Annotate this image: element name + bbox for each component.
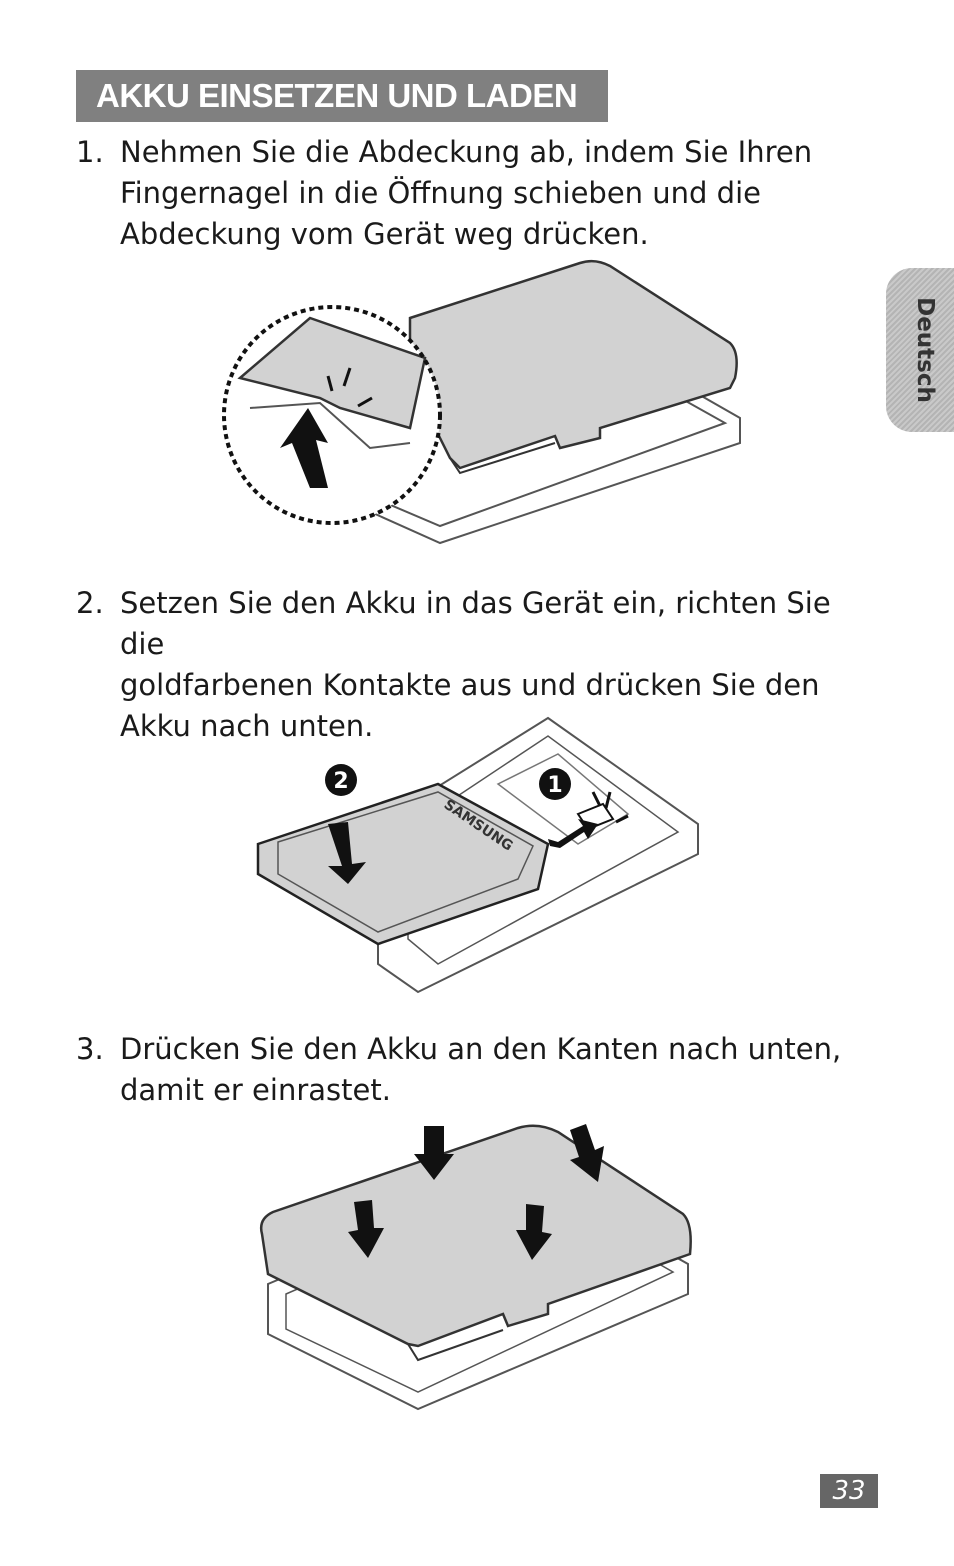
step-number: 1. bbox=[76, 135, 104, 169]
remove-cover-illustration bbox=[222, 259, 741, 545]
language-tab: Deutsch bbox=[886, 268, 954, 432]
step-text: Nehmen Sie die Abdeckung ab, indem Sie I… bbox=[120, 135, 813, 251]
step-marker-2: 2 bbox=[333, 769, 348, 794]
step-number: 3. bbox=[76, 1032, 104, 1066]
step-number: 2. bbox=[76, 586, 104, 620]
step-marker-1: 1 bbox=[547, 773, 562, 798]
page-number: 33 bbox=[820, 1474, 878, 1508]
step-text: Drücken Sie den Akku an den Kanten nach … bbox=[120, 1032, 842, 1107]
step-text: Setzen Sie den Akku in das Gerät ein, ri… bbox=[120, 586, 831, 743]
section-title: AKKU EINSETZEN UND LADEN bbox=[76, 70, 608, 122]
insert-battery-illustration: SAMSUNG 2 1 bbox=[256, 716, 699, 994]
press-battery-illustration bbox=[259, 1124, 692, 1411]
language-tab-label: Deutsch bbox=[912, 297, 938, 403]
